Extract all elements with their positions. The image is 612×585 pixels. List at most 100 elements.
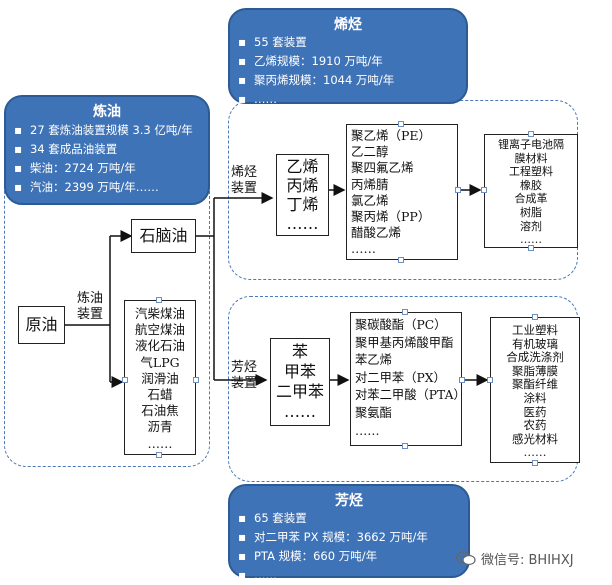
- olefin-application: 合成革: [514, 192, 548, 206]
- refining-list: 27 套炼油装置规模 3.3 亿吨/年 34 套成品油装置 柴油：2724 万吨…: [12, 121, 193, 197]
- selection-handle: [532, 460, 538, 466]
- refined-product: 沥青: [147, 419, 173, 435]
- olefin-title: 烯烃: [334, 17, 362, 33]
- refining-device-line: 炼油: [76, 291, 103, 306]
- refining-device-label: 炼油 装置: [73, 291, 107, 323]
- olefin-application: 树脂: [520, 205, 542, 219]
- olefin-application: 膜材料: [514, 151, 548, 165]
- aromatic-device-line: 装置: [231, 376, 258, 391]
- selection-handle: [459, 377, 465, 383]
- olefin-device-label: 烯烃 装置: [231, 165, 271, 197]
- aromatic-application: 合成洗涤剂: [506, 350, 564, 365]
- olefin-monomer: 丁烯: [286, 195, 319, 214]
- aromatic-derivative: ……: [355, 423, 380, 438]
- aromatic-derivatives-box: 聚碳酸酯（PC） 聚甲基丙烯酸甲酯 苯乙烯 对二甲苯（PX） 对苯二甲酸（PTA…: [350, 312, 466, 446]
- olefin-monomer: 乙烯: [286, 157, 319, 176]
- selection-handle: [528, 131, 534, 137]
- olefin-device-line: 烯烃: [231, 165, 258, 180]
- olefin-application: ……: [520, 233, 542, 247]
- aromatic-application: 聚脂薄膜: [512, 363, 558, 378]
- refined-product: 液化石油: [134, 338, 185, 354]
- aromatic-device-line: 芳烃: [231, 360, 258, 375]
- selection-handle: [398, 121, 404, 127]
- refined-product: 航空煤油: [134, 322, 185, 338]
- selection-handle: [156, 452, 162, 458]
- naphtha-label: 石脑油: [139, 226, 188, 245]
- refined-products-box: 汽柴煤油 航空煤油 液化石油 气LPG 润滑油 石蜡 石油焦 沥青 ……: [124, 300, 196, 455]
- refining-item: 柴油：2724 万吨/年: [12, 159, 193, 178]
- wechat-icon: [455, 551, 476, 566]
- olefin-derivative: ……: [351, 241, 376, 257]
- refining-device-line: 装置: [76, 307, 103, 322]
- aromatic-device-label: 芳烃 装置: [231, 360, 271, 392]
- wechat-id: 微信号: BHIHXJ: [481, 553, 574, 568]
- aromatic-monomer: 甲苯: [283, 362, 316, 381]
- refining-item: 27 套炼油装置规模 3.3 亿吨/年: [12, 121, 193, 140]
- aromatic-panel: 芳烃 65 套装置 对二甲苯 PX 规模：3662 万吨/年 PTA 规模：66…: [228, 484, 470, 585]
- aromatic-derivative: 聚碳酸酯（PC）: [355, 318, 447, 332]
- refined-product: ……: [147, 435, 173, 451]
- aromatic-monomer: 二甲苯: [275, 382, 324, 401]
- refined-product: 石蜡: [147, 387, 173, 403]
- aromatic-application: ……: [523, 445, 547, 460]
- selection-handle: [402, 443, 408, 449]
- aromatic-derivative: 对二甲苯（PX）: [355, 370, 446, 385]
- selection-handle: [455, 187, 461, 193]
- olefin-monomers-box: 乙烯 丙烯 丁烯 ……: [276, 154, 329, 236]
- crude-oil-label: 原油: [25, 315, 58, 334]
- refined-product: 润滑油: [141, 370, 179, 386]
- olefin-item: 55 套装置: [236, 33, 394, 52]
- aromatic-item: ……: [236, 566, 428, 585]
- aromatic-title: 芳烃: [335, 493, 363, 509]
- refined-product: 气LPG: [140, 354, 180, 370]
- olefin-application: 溶剂: [520, 219, 542, 233]
- olefin-device-line: 装置: [231, 181, 258, 196]
- olefin-monomer: 丙烯: [286, 176, 319, 195]
- naphtha-box: 石脑油: [131, 219, 196, 253]
- aromatic-derivative: 聚甲基丙烯酸甲酯: [355, 335, 454, 350]
- aromatic-application: 农药: [523, 418, 547, 433]
- olefin-list: 55 套装置 乙烯规模：1910 万吨/年 聚丙烯规模：1044 万吨/年 ……: [236, 33, 394, 109]
- olefin-derivative: 氯乙烯: [351, 192, 389, 208]
- aromatic-item: 65 套装置: [236, 509, 428, 528]
- aromatic-application: 涂料: [523, 390, 547, 405]
- olefin-derivative: 聚乙烯（PE）: [351, 128, 432, 143]
- refining-title: 炼油: [93, 104, 121, 120]
- olefin-applications-box: 锂离子电池隔 膜材料 工程塑料 橡胶 合成革 树脂 溶剂 ……: [484, 134, 578, 248]
- selection-handle: [193, 377, 199, 383]
- selection-handle: [528, 245, 534, 251]
- selection-handle: [156, 297, 162, 303]
- aromatic-derivative: 聚氨酯: [355, 405, 392, 420]
- olefin-item: 乙烯规模：1910 万吨/年: [236, 52, 394, 71]
- aromatic-derivative: 对苯二甲酸（PTA）: [355, 388, 466, 403]
- olefin-derivative: 丙烯腈: [351, 176, 389, 192]
- olefin-derivatives-box: 聚乙烯（PE） 乙二醇 聚四氟乙烯 丙烯腈 氯乙烯 聚丙烯（PP） 醋酸乙烯 ……: [346, 124, 458, 260]
- selection-handle: [532, 314, 538, 320]
- olefin-monomer: ……: [286, 214, 319, 233]
- selection-handle: [402, 309, 408, 315]
- olefin-item: ……: [236, 90, 394, 109]
- refined-product: 汽柴煤油: [134, 306, 185, 321]
- aromatic-derivative: 苯乙烯: [355, 353, 392, 368]
- selection-handle: [398, 257, 404, 263]
- wechat-watermark: 微信号: BHIHXJ: [455, 549, 574, 568]
- olefin-derivative: 醋酸乙烯: [351, 225, 402, 241]
- aromatic-list: 65 套装置 对二甲苯 PX 规模：3662 万吨/年 PTA 规模：660 万…: [236, 509, 428, 585]
- selection-handle: [487, 377, 493, 383]
- aromatic-application: 感光材料: [512, 431, 558, 446]
- selection-handle: [122, 377, 128, 383]
- aromatic-application: 工业塑料: [512, 323, 558, 337]
- aromatic-application: 医药: [523, 404, 547, 419]
- refining-panel: 炼油 27 套炼油装置规模 3.3 亿吨/年 34 套成品油装置 柴油：2724…: [4, 95, 210, 205]
- aromatic-application: 有机玻璃: [512, 336, 558, 351]
- olefin-application: 橡胶: [520, 178, 542, 192]
- refined-product: 石油焦: [141, 403, 179, 419]
- olefin-derivative: 乙二醇: [351, 144, 389, 160]
- refining-item: 汽油：2399 万吨/年……: [12, 178, 193, 197]
- aromatic-applications-box: 工业塑料 有机玻璃 合成洗涤剂 聚脂薄膜 聚酯纤维 涂料 医药 农药 感光材料 …: [490, 317, 580, 463]
- olefin-item: 聚丙烯规模：1044 万吨/年: [236, 71, 394, 90]
- olefin-panel: 烯烃 55 套装置 乙烯规模：1910 万吨/年 聚丙烯规模：1044 万吨/年…: [228, 8, 468, 109]
- crude-oil-box: 原油: [18, 306, 65, 344]
- aromatic-monomer: 苯: [291, 342, 308, 361]
